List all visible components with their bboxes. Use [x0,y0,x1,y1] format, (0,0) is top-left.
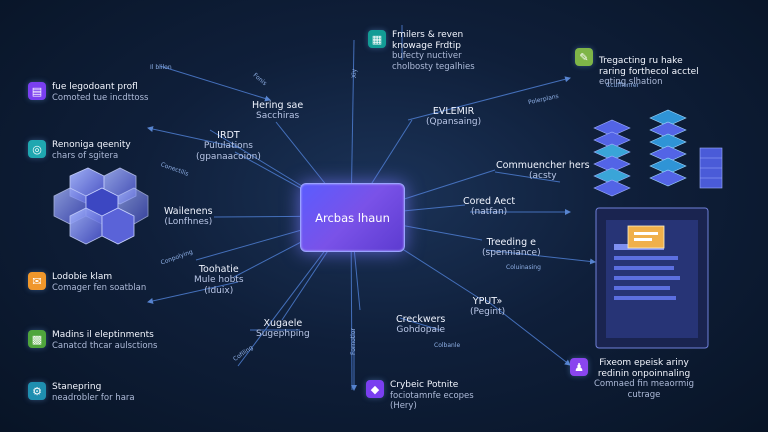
target-icon: ◎ [28,140,46,158]
node-treeding: Treeding e (spenniance) [482,237,541,258]
document-icon: ▤ [28,82,46,100]
node-hering: Hering sae Sacchiras [252,100,304,121]
central-hub[interactable]: Arcbas lhaun [300,183,405,252]
user-icon: ♟ [570,358,588,376]
edge-label: Coluinasing [506,264,541,271]
chart-icon: ▩ [28,330,46,348]
note-icon: ✎ [575,48,593,66]
node-irdt: IRDT Pululations (gpanaacoion) [196,130,261,162]
card-tregacting[interactable]: ✎ Tregacting ru hake raring forthecol ac… [575,48,699,88]
edge-label: Xiy [351,68,359,79]
node-commuencher: Commuencher hers (acsty [496,160,590,181]
chat-icon: ✉ [28,272,46,290]
edge-label: Fornotlor [349,328,357,355]
server-stack-icon [593,109,723,197]
card-fixeom[interactable]: ♟ Fixeom epeisk ariny redinin onpoinnali… [570,358,694,400]
gear-icon: ⚙ [28,382,46,400]
lock-icon: ◆ [366,380,384,398]
node-yput: YPUT» (Pegint) [470,296,506,317]
hexagon-cluster-icon [53,167,149,245]
edge-label: Il blilon [150,64,172,71]
book-icon: ▦ [368,30,386,48]
card-fmilers[interactable]: ▦ Fmilers & reven knowage Frdtip bufecty… [368,30,475,72]
node-creckwers: Creckwers Gohdopale [396,314,446,335]
edge-label: Colbanle [434,342,461,349]
edge-label: Ccuffienrer [606,82,640,89]
node-wailenens: Wailenens (Lonfhnes) [164,206,213,227]
node-cored: Cored Aect (natfan) [463,196,516,217]
dashboard-panel-icon [595,207,709,349]
node-evlemir: EVLEMIR (Qpansaing) [426,106,482,127]
card-crybeic[interactable]: ◆ Crybeic Potnite fociotamnfe ecopes (He… [366,380,474,412]
node-xugaele: Xugaele Sugephping [256,318,310,339]
node-toohatie: Toohatie Mule hobts (Iduix) [194,264,244,296]
